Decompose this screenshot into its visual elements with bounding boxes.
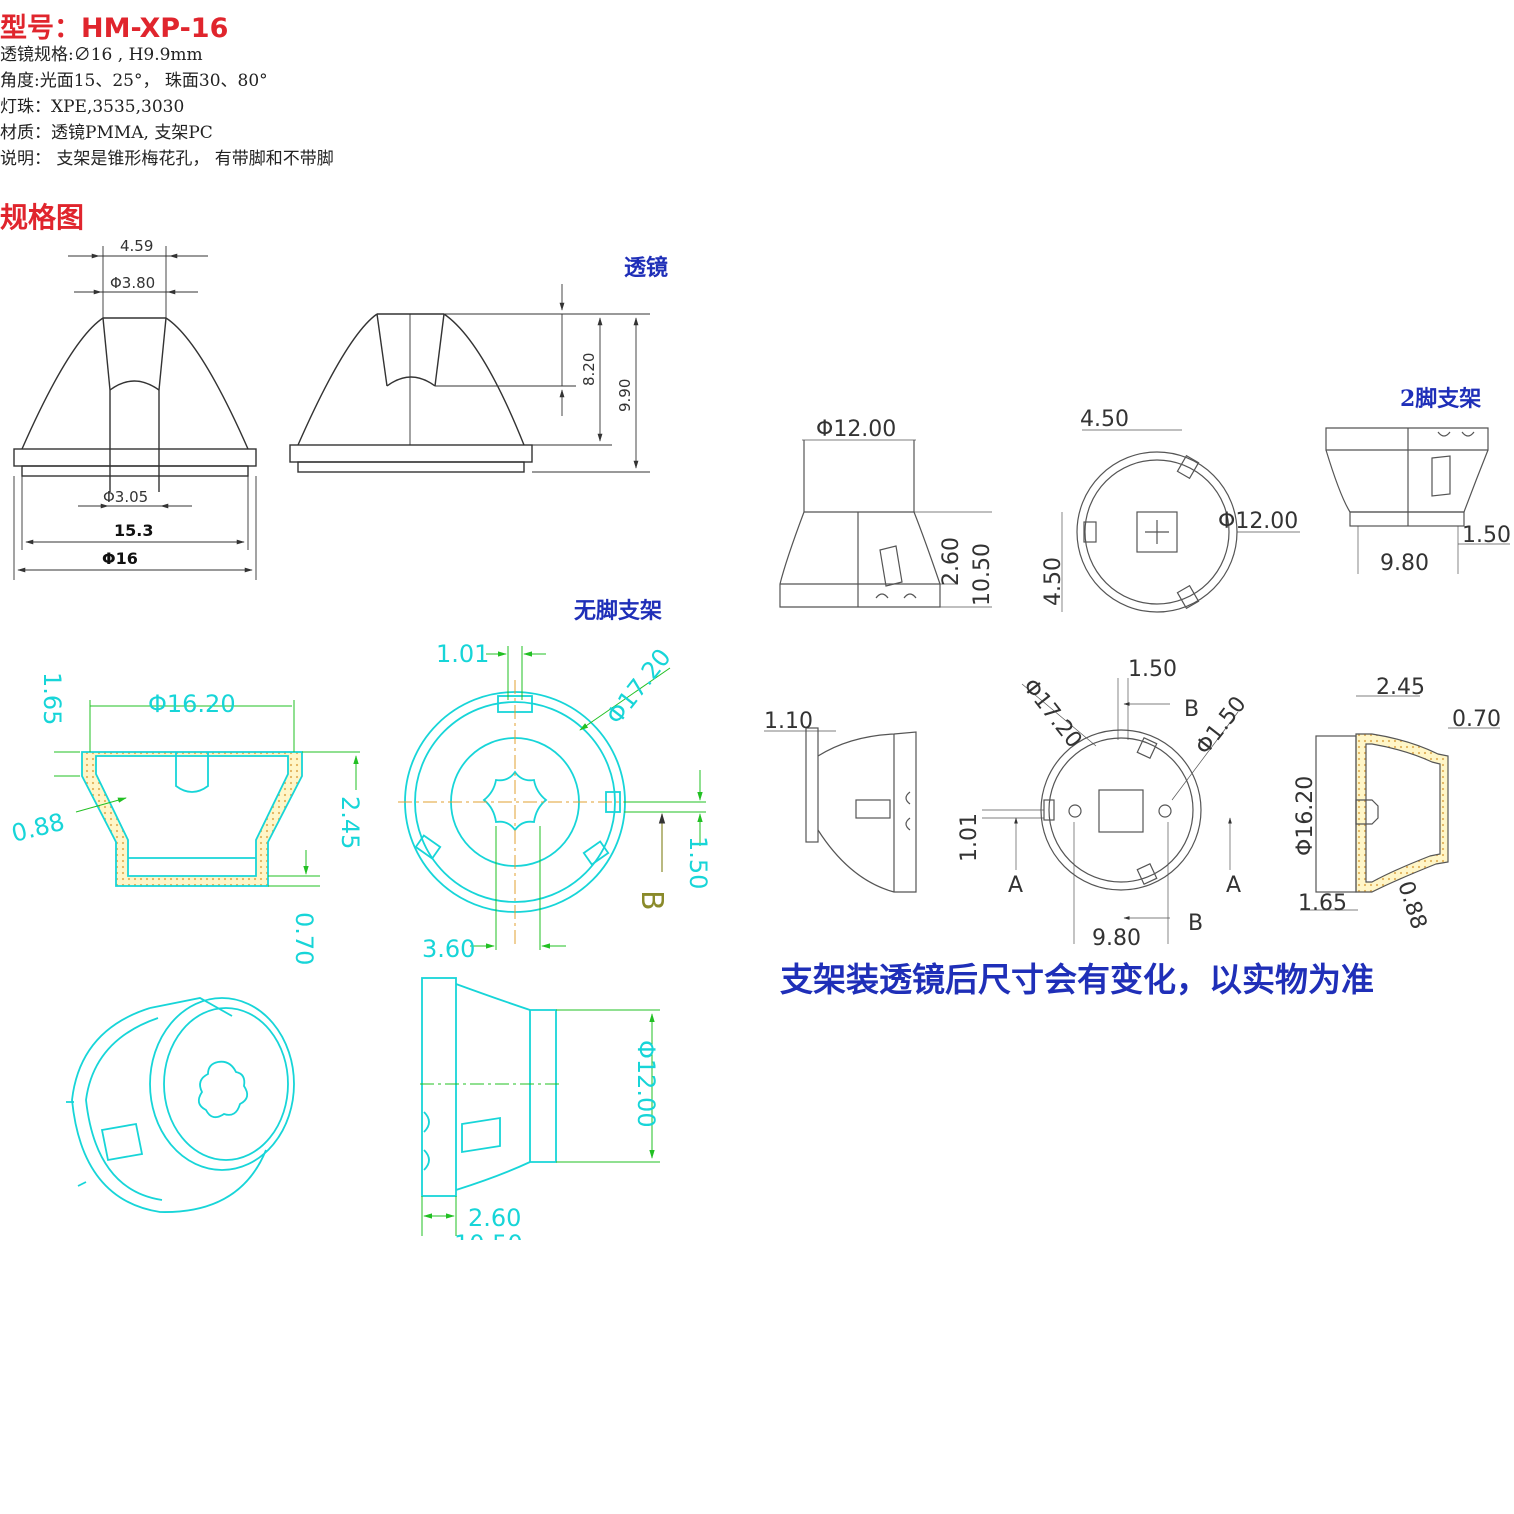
dim-noleg-165: 1.65 — [38, 672, 66, 725]
spec-angle: 角度:光面15、25°， 珠面30、80° — [0, 71, 268, 91]
model-title: 型号：HM-XP-16 — [0, 6, 228, 45]
dim-2leg-101: 1.01 — [957, 813, 982, 862]
two-leg-section-top — [982, 678, 1239, 944]
spec-material: 材质：透镜PMMA, 支架PC — [0, 123, 213, 143]
dim-noleg-260: 2.60 — [468, 1204, 521, 1232]
spec-led: 灯珠：XPE,3535,3030 — [0, 97, 185, 117]
dim-noleg-360: 3.60 — [422, 935, 475, 963]
two-leg-top-view — [1061, 429, 1300, 613]
dim-2leg-165: 1.65 — [1298, 891, 1347, 916]
lens-section-dims — [559, 284, 639, 469]
two-leg-side-view — [779, 439, 992, 608]
dim-lens-top-width: 4.59 — [120, 237, 153, 255]
dim-2leg-450-side: 4.50 — [1041, 557, 1066, 606]
dim-noleg-1050-partial: 10.50 — [454, 1230, 523, 1258]
two-leg-section-side — [1300, 695, 1500, 911]
model-label: 型号： — [0, 13, 81, 44]
no-leg-plan-view — [398, 646, 706, 950]
section-mark-b-top: B — [1184, 697, 1199, 722]
section-mark-a-left: A — [1008, 873, 1023, 898]
dim-2leg-150-hole: Φ1.50 — [1191, 692, 1252, 760]
dim-noleg-1720: Φ17.20 — [601, 643, 677, 729]
dim-2leg-980-bottom: 9.80 — [1092, 926, 1141, 951]
dim-lens-top-hole: Φ3.80 — [110, 274, 155, 292]
dim-2leg-070: 0.70 — [1452, 707, 1501, 732]
lens-front-view — [13, 246, 257, 580]
dim-noleg-1620: Φ16.20 — [148, 690, 236, 718]
section-mark-b-bottom: B — [1188, 911, 1203, 936]
dim-lens-flange: 15.3 — [114, 521, 153, 540]
dim-2leg-1620: Φ16.20 — [1293, 776, 1318, 856]
dim-2leg-150-top: 1.50 — [1128, 657, 1177, 682]
two-leg-perspective-view — [1325, 427, 1510, 574]
dim-lens-bottom-hole: Φ3.05 — [103, 488, 148, 506]
dim-2leg-980-right: 9.80 — [1380, 551, 1429, 576]
dim-2leg-245: 2.45 — [1376, 675, 1425, 700]
dim-noleg-245: 2.45 — [336, 796, 364, 849]
two-leg-bracket-label: 2脚支架 — [1400, 386, 1482, 412]
dim-noleg-101: 1.01 — [436, 640, 489, 668]
dim-lens-cavity-height: 8.20 — [580, 353, 598, 386]
assembly-note: 支架装透镜后尺寸会有变化，以实物为准 — [780, 960, 1374, 999]
dim-2leg-088: 0.88 — [1392, 878, 1431, 932]
dim-2leg-top-dia: Φ12.00 — [816, 417, 896, 442]
dim-2leg-1050: 10.50 — [970, 543, 995, 606]
model-value: HM-XP-16 — [81, 13, 229, 44]
dim-2leg-circle-dia: Φ12.00 — [1218, 509, 1298, 534]
dim-noleg-088: 0.88 — [9, 808, 68, 848]
lens-label: 透镜 — [624, 255, 669, 281]
no-leg-side-view — [420, 977, 660, 1236]
section-mark-b: B — [634, 890, 669, 911]
spec-note: 说明： 支架是锥形梅花孔， 有带脚和不带脚 — [0, 149, 334, 169]
dim-noleg-070: 0.70 — [290, 912, 318, 965]
dim-lens-total-height: 9.90 — [616, 379, 634, 412]
dim-2leg-1720: Φ17.20 — [1017, 674, 1086, 753]
lens-section-view — [289, 313, 650, 473]
dim-noleg-1200: Φ12.00 — [632, 1040, 660, 1128]
lens-front-dims — [17, 253, 253, 573]
spec-lens-size: 透镜规格:∅16 , H9.9mm — [0, 45, 203, 65]
dim-2leg-110: 1.10 — [764, 709, 813, 734]
dim-2leg-450-top: 4.50 — [1080, 407, 1129, 432]
section-mark-a-right: A — [1226, 873, 1241, 898]
two-leg-side-view-2 — [764, 727, 917, 893]
no-leg-section-view — [54, 700, 360, 887]
no-leg-isometric-view — [66, 997, 295, 1213]
section-title: 规格图 — [0, 201, 85, 234]
dim-2leg-150-right: 1.50 — [1462, 523, 1511, 548]
dim-lens-outer: Φ16 — [102, 549, 138, 568]
dim-2leg-260: 2.60 — [939, 537, 964, 586]
dim-noleg-150: 1.50 — [684, 836, 712, 889]
no-leg-bracket-label: 无脚支架 — [574, 598, 663, 624]
